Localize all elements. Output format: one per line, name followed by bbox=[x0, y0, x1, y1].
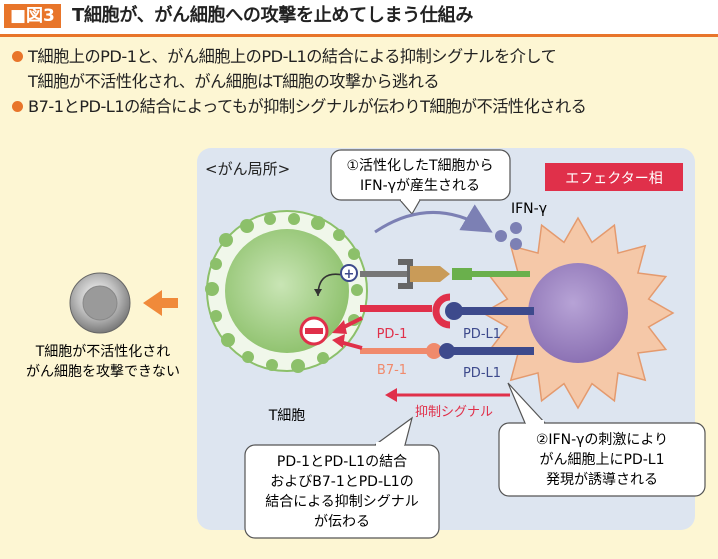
pdl1-label-2: PD-L1 bbox=[463, 366, 501, 381]
pdl1-stem-1 bbox=[462, 307, 534, 315]
callout-2-line-1: ②IFN-γの刺激により bbox=[536, 431, 668, 448]
callout-3-line-3: 結合による抑制シグナル bbox=[265, 494, 419, 510]
pd1-receptor bbox=[432, 293, 451, 329]
t-cell-nucleus bbox=[225, 229, 349, 353]
inactive-line-2: がん細胞を攻撃できない bbox=[26, 364, 180, 380]
tcr-stem bbox=[360, 271, 410, 277]
t-cell-granules bbox=[205, 213, 363, 373]
pdl1-ligand-1 bbox=[445, 302, 463, 320]
effector-phase-label: エフェクター相 bbox=[565, 171, 662, 187]
svg-text:+: + bbox=[344, 267, 355, 282]
inhibitory-signal-label: 抑制シグナル bbox=[415, 405, 493, 420]
bullet-dot-icon bbox=[12, 101, 23, 112]
pd1-stem bbox=[360, 305, 432, 312]
t-cell-label: T細胞 bbox=[268, 408, 306, 424]
callout-3-line-4: が伝わる bbox=[314, 514, 370, 530]
pd1-label: PD-1 bbox=[377, 327, 408, 342]
effector-phase-tag bbox=[545, 163, 683, 191]
bullet-2-line-1: B7-1とPD-L1の結合によってもが抑制シグナルが伝わりT細胞が不活性化される bbox=[28, 97, 587, 116]
ifn-arrow bbox=[374, 204, 493, 234]
bullet-1-line-2: T細胞が不活性化され、がん細胞はT細胞の攻撃から逃れる bbox=[28, 72, 440, 91]
pdl1-label-1: PD-L1 bbox=[463, 327, 501, 342]
bullet-item-1: T細胞上のPD-1と、がん細胞上のPD-L1の結合による抑制シグナルを介して T… bbox=[10, 44, 710, 94]
pdl1-ligand-2 bbox=[439, 343, 455, 359]
callout-3-tail bbox=[374, 416, 414, 446]
ifn-molecule bbox=[510, 238, 522, 250]
cancer-cell-nucleus bbox=[528, 263, 628, 363]
title-bar: ■図3 T細胞が、がん細胞への攻撃を止めてしまう仕組み bbox=[0, 0, 718, 37]
bullet-list: T細胞上のPD-1と、がん細胞上のPD-L1の結合による抑制シグナルを介して T… bbox=[10, 44, 710, 119]
callout-2-tail bbox=[507, 382, 546, 424]
b71-label: B7-1 bbox=[377, 363, 407, 378]
bullet-item-2: B7-1とPD-L1の結合によってもが抑制シグナルが伝わりT細胞が不活性化される bbox=[10, 94, 710, 119]
ifn-molecule bbox=[510, 222, 522, 234]
figure-title: T細胞が、がん細胞への攻撃を止めてしまう仕組み bbox=[72, 5, 474, 26]
pdl1-stem-2 bbox=[454, 347, 534, 355]
mhc-stem bbox=[460, 271, 530, 277]
callout-2-line-2: がん細胞上にPD-L1 bbox=[540, 452, 665, 468]
callout-2-line-3: 発現が誘導される bbox=[546, 472, 658, 488]
figure-label: ■図3 bbox=[4, 4, 61, 28]
callout-1-box bbox=[330, 149, 511, 201]
b71-molecule bbox=[426, 343, 442, 359]
inactive-line-1: T細胞が不活性化され bbox=[35, 344, 171, 360]
inactivation-arrow bbox=[143, 290, 178, 316]
activation-plus-icon bbox=[340, 264, 358, 282]
callout-3-box bbox=[244, 444, 440, 539]
callout-1-line-1: ①活性化したT細胞から bbox=[346, 158, 493, 174]
callout-1-line-2: IFN-γが産生される bbox=[360, 178, 480, 194]
antigen-peptide bbox=[410, 266, 450, 282]
region-label: <がん局所> bbox=[205, 160, 290, 178]
callout-3-line-1: PD-1とPD-L1の結合 bbox=[277, 454, 407, 470]
callout-3-line-2: およびB7-1とPD-L1の bbox=[270, 474, 413, 490]
ifn-molecule bbox=[495, 230, 507, 242]
bullet-dot-icon bbox=[12, 51, 23, 62]
callout-2-box bbox=[498, 422, 706, 497]
bullet-1-line-1: T細胞上のPD-1と、がん細胞上のPD-L1の結合による抑制シグナルを介して bbox=[28, 47, 557, 66]
b71-stem bbox=[360, 348, 435, 354]
ifn-label: IFN-γ bbox=[511, 201, 547, 217]
